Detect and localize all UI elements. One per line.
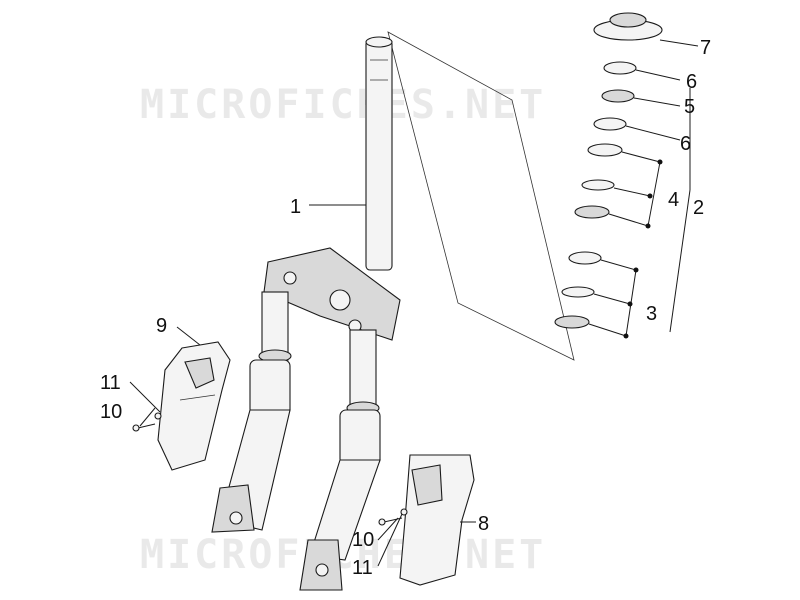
callout-8: 8	[478, 513, 489, 535]
callout-10-right: 10	[352, 529, 374, 551]
left-fork-cover	[157, 341, 231, 471]
callout-2: 2	[693, 197, 704, 219]
callout-9: 9	[156, 315, 167, 337]
locknut-lower	[593, 117, 627, 131]
locknut-upper	[603, 61, 637, 75]
callout-10-left: 10	[100, 401, 122, 423]
callout-6-upper: 6	[686, 71, 697, 93]
callout-11-right: 11	[352, 557, 373, 579]
right-fork-leg	[299, 329, 381, 591]
assembly-outline	[387, 31, 575, 361]
callout-5: 5	[684, 96, 695, 118]
leader-lines	[129, 39, 699, 567]
steering-tube	[365, 36, 393, 271]
left-fork-leg	[211, 291, 292, 533]
lower-bearing-set	[554, 251, 602, 329]
screw-right	[378, 508, 408, 526]
callout-3: 3	[646, 303, 657, 325]
callout-6-lower: 6	[680, 133, 691, 155]
callout-11-left: 11	[100, 372, 121, 394]
top-nut-cap	[593, 12, 663, 41]
callout-dots	[623, 159, 663, 339]
right-fork-cover	[399, 454, 475, 586]
watermark-top: MICROFICHES.NET	[140, 82, 546, 128]
seal-ring	[601, 89, 635, 103]
upper-bearing-set	[574, 143, 623, 219]
callout-7: 7	[700, 37, 711, 59]
screw-left	[132, 412, 162, 432]
callout-4: 4	[668, 189, 679, 211]
callout-1: 1	[290, 196, 301, 218]
